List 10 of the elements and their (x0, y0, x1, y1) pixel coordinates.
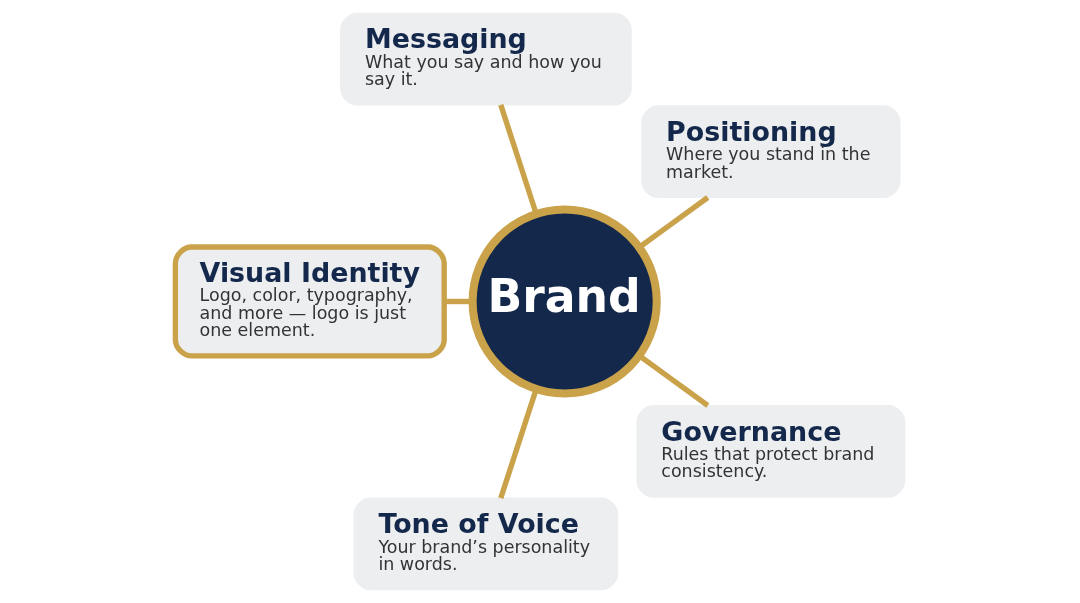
node-box: Positioning Where you stand in the market. (641, 105, 901, 199)
node-box: Visual Identity Logo, color, typography, and more — logo is just one element. (172, 244, 447, 359)
node-box: Tone of Voice Your brand’s personality in words. (353, 497, 619, 591)
node-circle: Brand (468, 205, 661, 398)
node-box: Governance Rules that protect brand consistency. (636, 404, 906, 498)
connector (638, 195, 710, 250)
connector (498, 104, 539, 215)
connector (498, 388, 539, 499)
connector (638, 353, 710, 408)
node-box: Messaging What you say and how you say it. (340, 12, 632, 106)
